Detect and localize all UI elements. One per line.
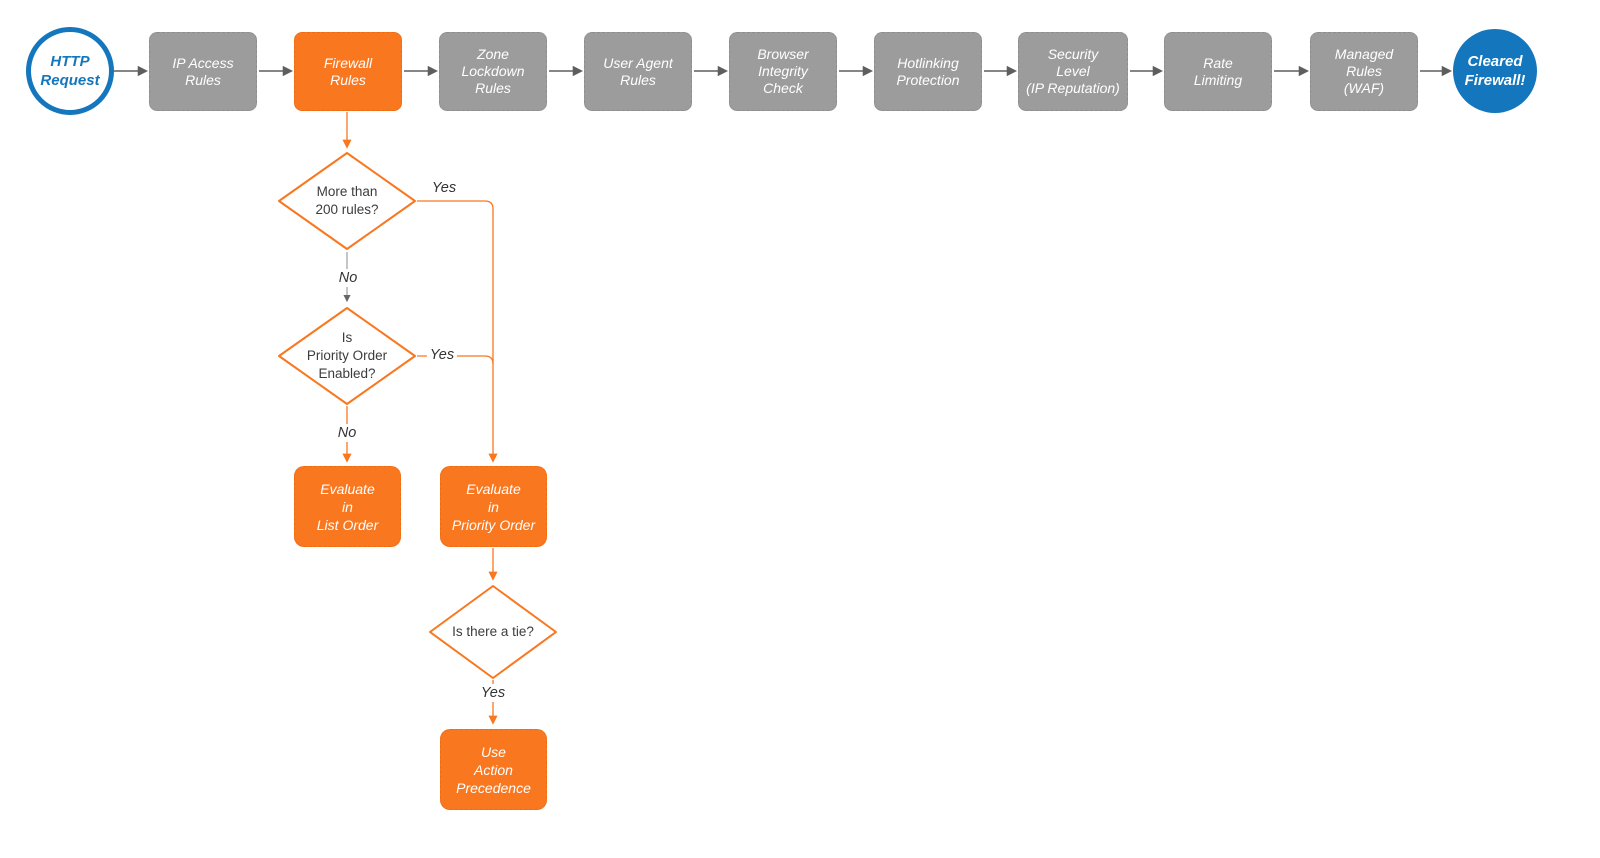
step-label: Firewall Rules: [323, 54, 373, 88]
diamond-shape: [429, 585, 557, 679]
edge-label-yes-tie: Yes: [477, 684, 509, 702]
edge-label-yes-more-rules: Yes: [428, 179, 460, 197]
step-user-agent-rules: User Agent Rules: [584, 32, 692, 111]
step-firewall-rules: Firewall Rules: [294, 32, 402, 111]
step-label: Rate Limiting: [1193, 54, 1243, 88]
step-label: Security Level (IP Reputation): [1026, 46, 1120, 96]
decision-priority-order-enabled: Is Priority Order Enabled?: [277, 306, 417, 406]
step-label: IP Access Rules: [172, 54, 234, 88]
step-rate-limiting: Rate Limiting: [1164, 32, 1272, 111]
step-security-level-ip-reputation: Security Level (IP Reputation): [1018, 32, 1128, 111]
action-evaluate-in-priority-order: Evaluate in Priority Order: [440, 466, 547, 547]
diamond-shape: [278, 307, 416, 405]
diamond-shape: [278, 152, 416, 250]
end-node-label: Cleared Firewall!: [1464, 53, 1526, 89]
edge-label-no-priority: No: [334, 424, 360, 442]
decision-more-than-200-rules: More than 200 rules?: [277, 151, 417, 251]
step-zone-lockdown-rules: Zone Lockdown Rules: [439, 32, 547, 111]
start-node-label: HTTP Request: [40, 53, 100, 89]
end-node-cleared-firewall: Cleared Firewall!: [1453, 29, 1537, 113]
decision-label: Is there a tie?: [452, 624, 534, 639]
action-label: Use Action Precedence: [456, 743, 531, 796]
step-label: Hotlinking Protection: [896, 54, 960, 88]
step-managed-rules-waf: Managed Rules (WAF): [1310, 32, 1418, 111]
action-label: Evaluate in List Order: [316, 480, 379, 533]
step-label: Browser Integrity Check: [757, 46, 809, 96]
action-evaluate-in-list-order: Evaluate in List Order: [294, 466, 401, 547]
step-label: Managed Rules (WAF): [1334, 46, 1394, 96]
edge-label-yes-priority: Yes: [426, 346, 458, 364]
step-label: User Agent Rules: [603, 54, 673, 88]
step-browser-integrity-check: Browser Integrity Check: [729, 32, 837, 111]
action-use-action-precedence: Use Action Precedence: [440, 729, 547, 810]
edge-label-no-more-rules: No: [335, 269, 361, 287]
step-hotlinking-protection: Hotlinking Protection: [874, 32, 982, 111]
decision-label: Is Priority Order Enabled?: [306, 330, 388, 381]
decision-label: More than 200 rules?: [315, 184, 379, 217]
step-label: Zone Lockdown Rules: [461, 46, 525, 96]
decision-is-there-a-tie: Is there a tie?: [428, 584, 558, 680]
start-node-http-request: HTTP Request: [26, 27, 114, 115]
step-ip-access-rules: IP Access Rules: [149, 32, 257, 111]
action-label: Evaluate in Priority Order: [451, 480, 536, 533]
